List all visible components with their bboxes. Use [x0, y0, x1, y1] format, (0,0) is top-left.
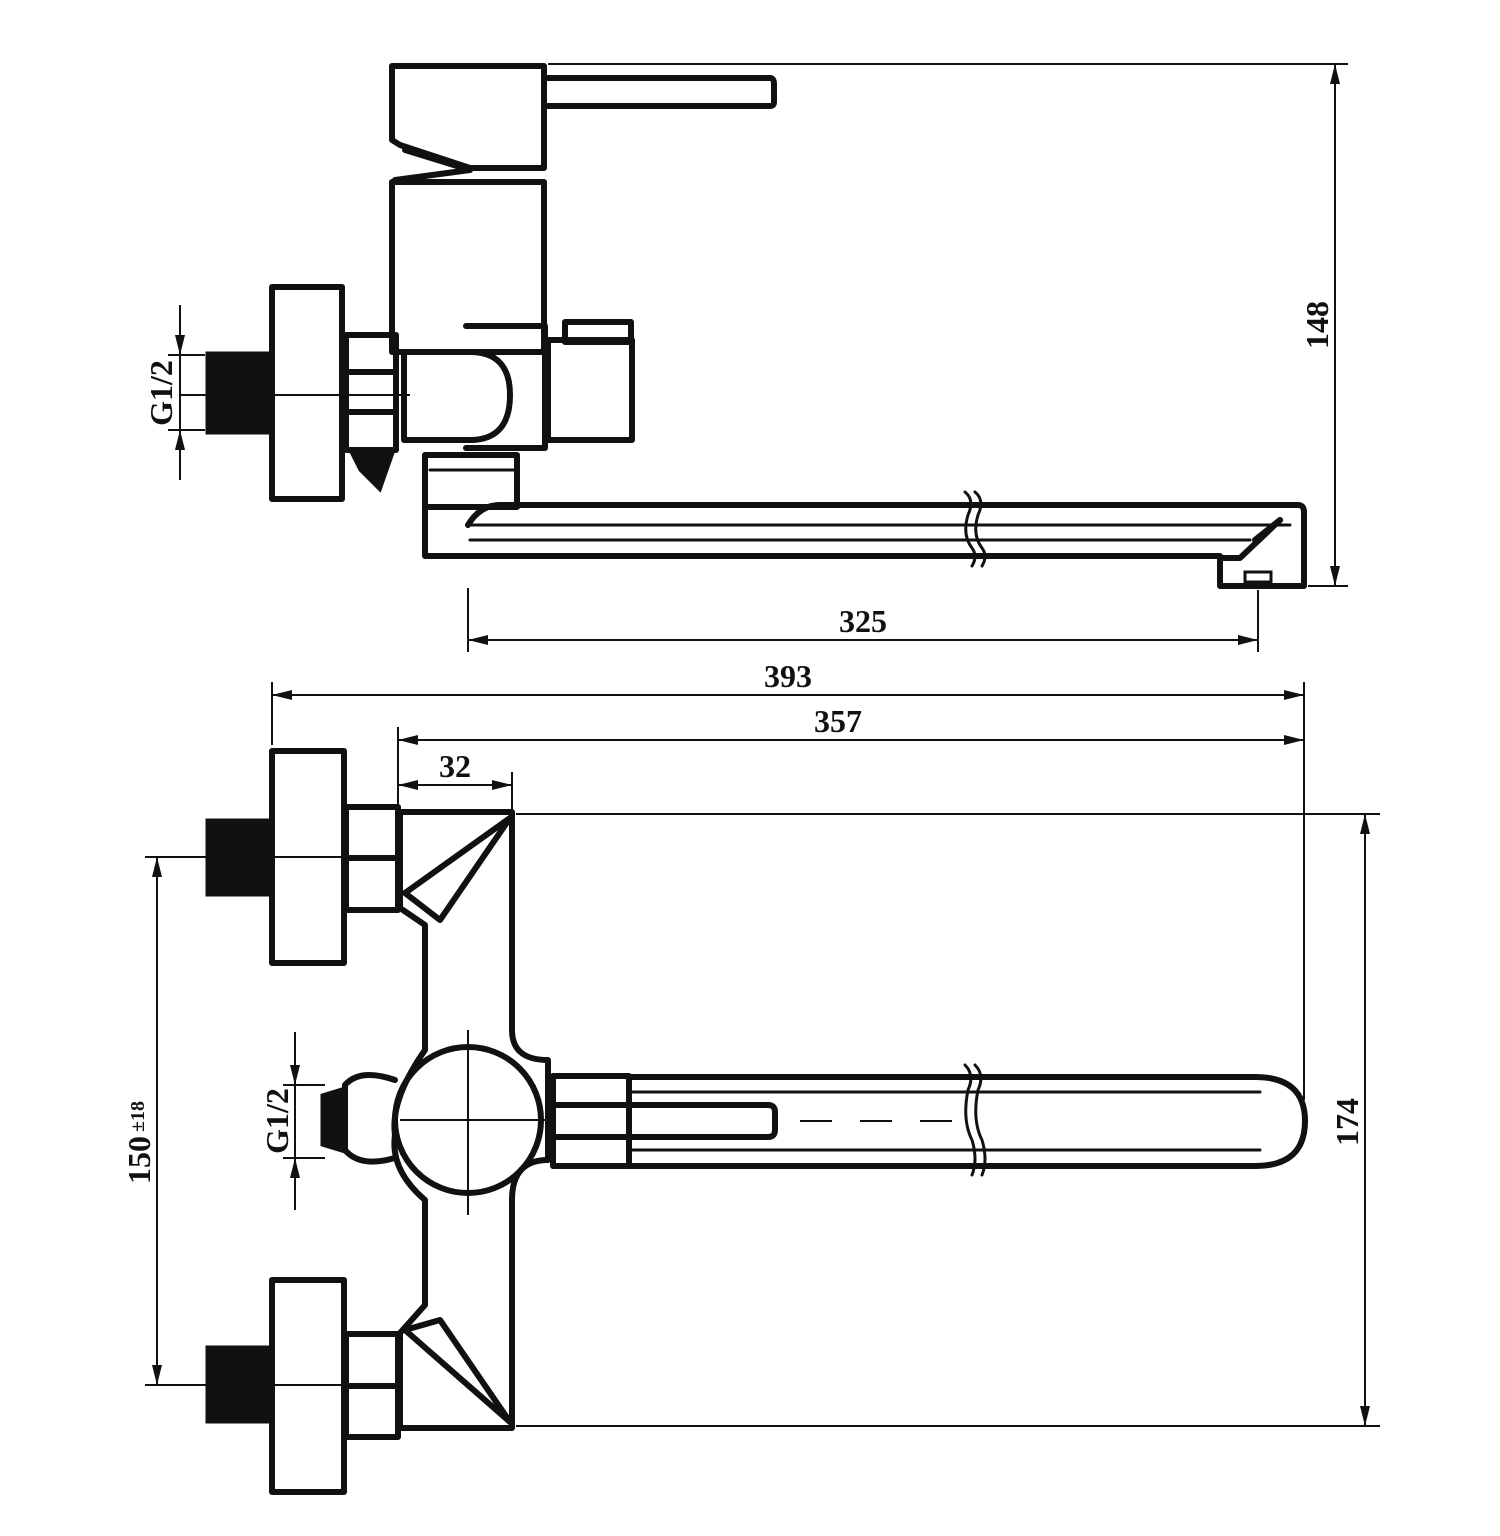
reach-325-label: 325 [839, 603, 887, 639]
thread-label-side: G1/2 [143, 360, 179, 426]
mixer-body-side [401, 319, 635, 559]
spout-reach-dimension-325: 325 [467, 588, 1259, 652]
center-distance-dimension-150: 150 ±18 [121, 857, 162, 1385]
nut-side [343, 332, 399, 493]
length-357-label: 357 [814, 703, 862, 739]
spout-top [550, 1063, 1308, 1177]
threaded-inlet-side [205, 351, 272, 435]
top-view: 393 357 32 174 150 ±18 [121, 658, 1380, 1495]
thread-label-top: G1/2 [259, 1088, 295, 1154]
depth-174-label: 174 [1329, 1098, 1365, 1146]
thread-dimension-side: G1/2 [143, 305, 205, 480]
lever-handle [389, 63, 777, 183]
overall-length-dimension-393: 393 [271, 658, 1305, 1100]
depth-dimension-174: 174 [516, 813, 1380, 1427]
thread-dimension-top: G1/2 [259, 1032, 325, 1210]
wall-flange-side [269, 284, 345, 502]
inlet-offset-dimension-32: 32 [398, 748, 513, 810]
length-393-label: 393 [764, 658, 812, 694]
spout-length-dimension-357: 357 [397, 703, 1304, 808]
side-view: G1/2 148 325 [143, 63, 1348, 652]
spout-side [465, 490, 1307, 589]
height-dimension-148: 148 [548, 63, 1348, 587]
center-150-label: 150 [121, 1136, 157, 1184]
offset-32-label: 32 [439, 748, 471, 784]
center-tolerance-label: ±18 [127, 1101, 149, 1132]
height-148-label: 148 [1299, 301, 1335, 349]
